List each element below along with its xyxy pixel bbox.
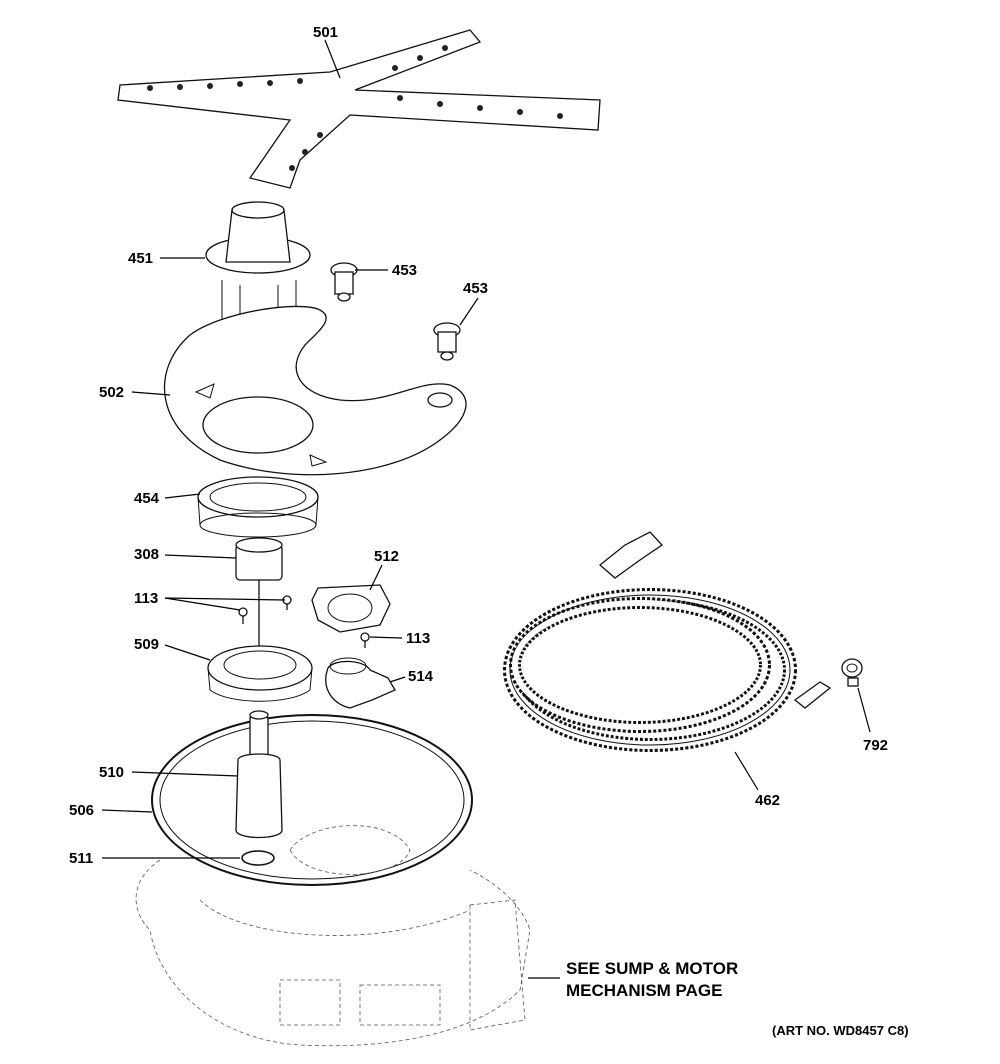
art-number: (ART NO. WD8457 C8)	[772, 1023, 909, 1038]
part-454-ring	[197, 476, 319, 538]
part-514-valve	[325, 657, 396, 709]
label-451: 451	[128, 250, 153, 267]
label-506: 506	[69, 802, 94, 819]
label-501: 501	[313, 24, 338, 41]
label-113-a: 113	[134, 590, 158, 607]
label-792: 792	[863, 737, 888, 754]
part-308-coupling	[235, 537, 283, 680]
label-308: 308	[134, 546, 159, 563]
part-792-clamp	[841, 658, 863, 687]
label-511: 511	[69, 850, 93, 867]
part-510-filter	[235, 710, 283, 839]
note-line-2: MECHANISM PAGE	[566, 981, 722, 1000]
part-509-housing	[207, 645, 313, 702]
part-501-wash-arm	[117, 29, 601, 189]
part-502-spray-arm	[163, 305, 467, 476]
part-453-cap-b	[433, 322, 461, 361]
part-511-o-ring	[241, 850, 275, 866]
part-113-screws	[238, 595, 370, 648]
leader-lines	[101, 39, 871, 979]
label-510: 510	[99, 764, 124, 781]
part-512-bracket	[311, 584, 391, 633]
sump-motor-ghost	[135, 825, 531, 1047]
note-line-1: SEE SUMP & MOTOR	[566, 959, 738, 978]
label-502: 502	[99, 384, 124, 401]
label-453-a: 453	[392, 262, 417, 279]
label-509: 509	[134, 636, 159, 653]
part-453-cap-a	[330, 262, 358, 302]
label-462: 462	[755, 792, 780, 809]
part-462-drain-hose	[503, 531, 832, 752]
label-453-b: 453	[463, 280, 488, 297]
label-113-b: 113	[406, 630, 430, 647]
label-512: 512	[374, 548, 399, 565]
label-454: 454	[134, 490, 160, 507]
part-506-gasket	[151, 714, 473, 886]
label-514: 514	[408, 668, 434, 685]
